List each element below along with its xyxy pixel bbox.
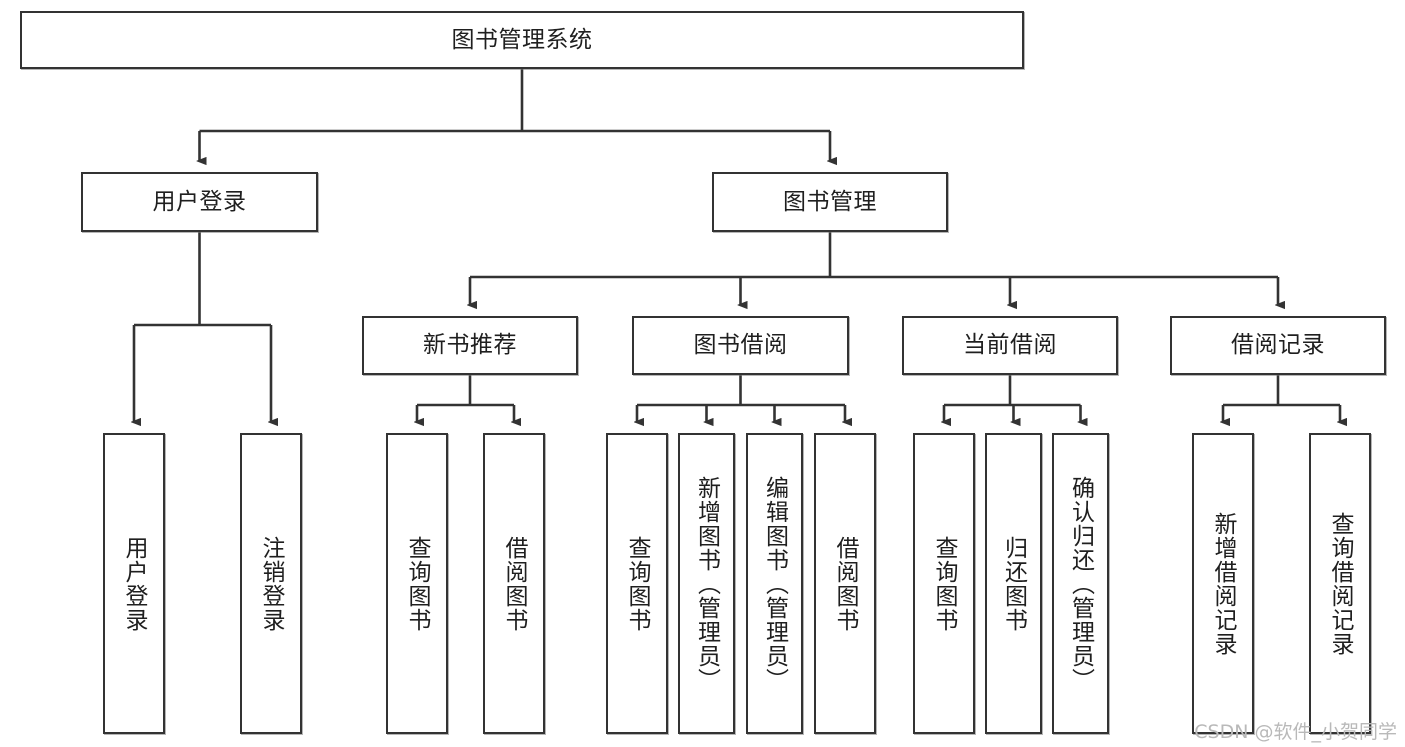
node-borrow-record-label: 借阅记录 [1231, 332, 1325, 358]
leaf-add-book-admin[interactable]: 新增图书（管理员） [678, 433, 735, 734]
node-user-login[interactable]: 用户登录 [81, 172, 318, 232]
leaf-borrow-book-2-label: 借阅图书 [832, 535, 859, 632]
node-root-label: 图书管理系统 [451, 26, 593, 53]
leaf-query-book-3[interactable]: 查询图书 [913, 433, 975, 734]
leaf-query-book-3-label: 查询图书 [931, 535, 958, 632]
leaf-add-borrow-record-label: 新增借阅记录 [1210, 511, 1237, 656]
leaf-edit-book-admin[interactable]: 编辑图书（管理员） [746, 433, 803, 734]
leaf-borrow-book-1[interactable]: 借阅图书 [483, 433, 545, 734]
leaf-query-book-1[interactable]: 查询图书 [386, 433, 448, 734]
leaf-return-book-label: 归还图书 [1000, 535, 1027, 632]
node-borrow-record[interactable]: 借阅记录 [1170, 316, 1386, 375]
leaf-user-login-label: 用户登录 [121, 535, 148, 632]
node-root[interactable]: 图书管理系统 [20, 11, 1024, 69]
node-user-login-label: 用户登录 [152, 188, 247, 215]
node-current-borrow-label: 当前借阅 [963, 332, 1057, 358]
leaf-query-book-1-label: 查询图书 [404, 535, 431, 632]
node-book-management[interactable]: 图书管理 [712, 172, 948, 232]
leaf-query-borrow-record-label: 查询借阅记录 [1327, 511, 1354, 656]
leaf-user-login[interactable]: 用户登录 [103, 433, 165, 734]
leaf-confirm-return-admin-label: 确认归还（管理员） [1067, 475, 1094, 692]
leaf-query-borrow-record[interactable]: 查询借阅记录 [1309, 433, 1371, 734]
leaf-add-book-admin-label: 新增图书（管理员） [693, 475, 720, 692]
leaf-borrow-book-1-label: 借阅图书 [501, 535, 528, 632]
leaf-edit-book-admin-label: 编辑图书（管理员） [761, 475, 788, 692]
leaf-user-logout-label: 注销登录 [258, 535, 285, 632]
leaf-add-borrow-record[interactable]: 新增借阅记录 [1192, 433, 1254, 734]
node-new-book-recommend[interactable]: 新书推荐 [362, 316, 578, 375]
leaf-confirm-return-admin[interactable]: 确认归还（管理员） [1052, 433, 1109, 734]
node-current-borrow[interactable]: 当前借阅 [902, 316, 1118, 375]
leaf-query-book-2[interactable]: 查询图书 [606, 433, 668, 734]
node-new-book-recommend-label: 新书推荐 [423, 332, 517, 358]
leaf-borrow-book-2[interactable]: 借阅图书 [814, 433, 876, 734]
leaf-query-book-2-label: 查询图书 [624, 535, 651, 632]
node-book-borrow[interactable]: 图书借阅 [632, 316, 849, 375]
leaf-user-logout[interactable]: 注销登录 [240, 433, 302, 734]
node-book-management-label: 图书管理 [783, 188, 877, 215]
node-book-borrow-label: 图书借阅 [693, 332, 788, 358]
leaf-return-book[interactable]: 归还图书 [985, 433, 1042, 734]
